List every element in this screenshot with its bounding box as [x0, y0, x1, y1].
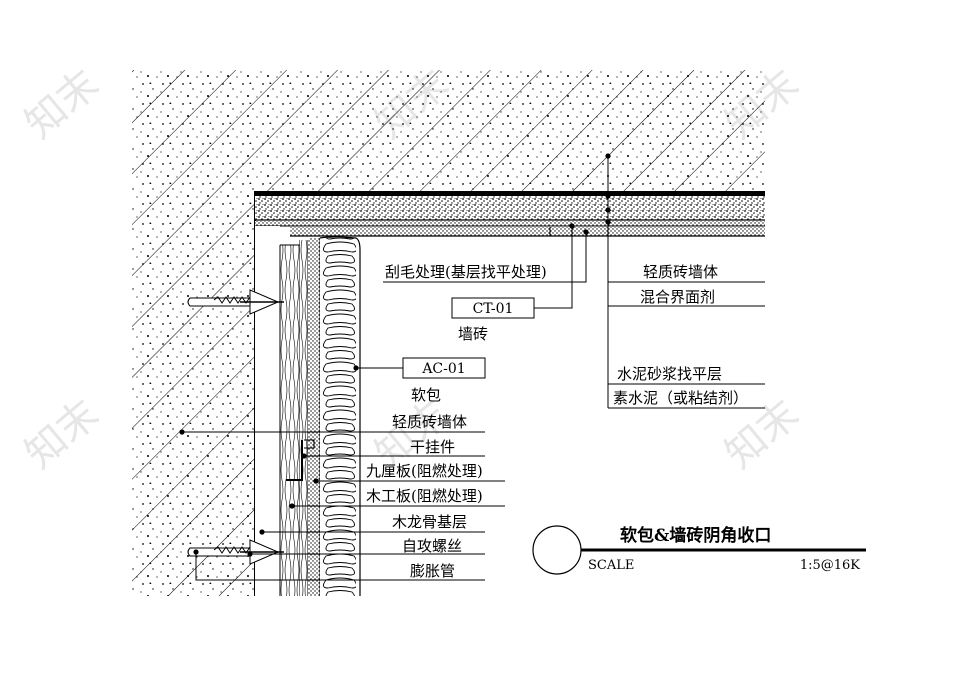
screw-lower	[187, 539, 284, 565]
detail-title: 软包&墙砖阴角收口	[620, 525, 771, 546]
watermark-text: 知末	[17, 391, 108, 478]
title-block: 软包&墙砖阴角收口 SCALE 1:5@16K	[532, 525, 866, 575]
label-screw: 自攻螺丝	[402, 537, 462, 555]
label-nine-board: 九厘板(阻燃处理)	[366, 462, 483, 480]
tag-ac01-text: AC-01	[421, 361, 465, 377]
label-scrape: 刮毛处理(基层找平处理)	[385, 263, 547, 281]
label-wall-tile: 墙砖	[458, 325, 488, 343]
label-cement: 素水泥（或粘结剂）	[613, 389, 748, 407]
detail-circle	[532, 525, 582, 575]
label-light-brick-left: 轻质砖墙体	[392, 413, 467, 431]
label-anchor: 膨胀管	[410, 562, 455, 580]
label-dry-hanger: 干挂件	[410, 438, 455, 456]
tag-ac01: AC-01	[402, 357, 486, 379]
label-keel: 木龙骨基层	[392, 513, 467, 531]
leader-lines	[182, 156, 765, 581]
label-mortar: 水泥砂浆找平层	[617, 365, 722, 383]
leader-dots	[179, 153, 611, 557]
scale-value: 1:5@16K	[800, 558, 860, 573]
label-wood-board: 木工板(阻燃处理)	[366, 487, 483, 505]
label-soft-pack: 软包	[411, 386, 441, 404]
scale-label: SCALE	[588, 558, 634, 573]
dry-hanger-bracket	[286, 439, 315, 481]
soft-pack-layers	[255, 226, 361, 596]
tag-ct01-text: CT-01	[473, 301, 514, 317]
tile-wall-layers	[255, 192, 765, 237]
label-interface: 混合界面剂	[640, 288, 715, 306]
screw-upper	[187, 289, 284, 315]
labels: 刮毛处理(基层找平处理) 墙砖 软包 轻质砖墙体 干挂件 九厘板(阻燃处理) 木…	[366, 263, 748, 580]
label-light-brick-right: 轻质砖墙体	[643, 263, 718, 281]
watermark-text: 知末	[17, 61, 108, 148]
tag-ct01: CT-01	[451, 297, 535, 319]
